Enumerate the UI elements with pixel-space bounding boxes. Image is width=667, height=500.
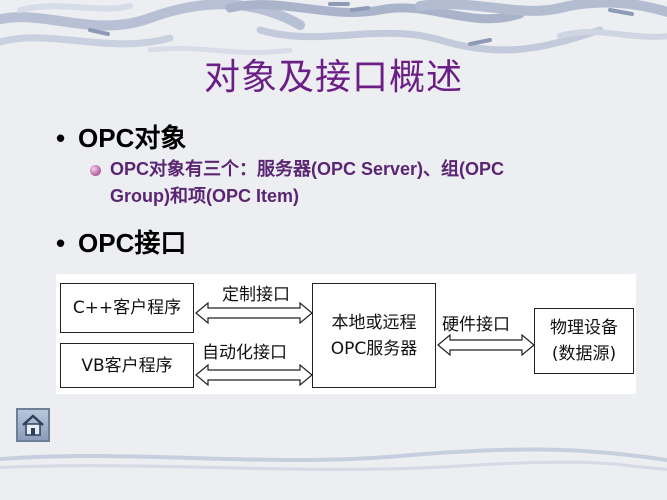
client-vb-box: VB客户程序 — [60, 343, 194, 388]
server-label-line-2: OPC服务器 — [330, 338, 418, 359]
device-label-line-1: 物理设备 — [550, 318, 618, 338]
home-icon — [22, 414, 44, 436]
bullet-opc-interfaces: • OPC接口 — [56, 223, 186, 260]
decorative-swirl-footer — [0, 447, 667, 471]
bullet-marker: • — [56, 123, 66, 153]
hardware-interface-label: 硬件接口 — [442, 315, 510, 335]
sub-bullet-objects: OPC对象有三个：服务器(OPC Server)、组(OPC Group)和项(… — [110, 156, 620, 210]
client-vb-label: VB客户程序 — [81, 355, 173, 376]
client-cpp-box: C++客户程序 — [60, 283, 194, 333]
bullet-marker: • — [56, 228, 66, 258]
automation-interface-double-arrow — [195, 364, 313, 386]
sub-bullet-line-2: Group)和项(OPC Item) — [110, 186, 299, 206]
bullet-text: OPC接口 — [78, 228, 187, 258]
client-cpp-label: C++客户程序 — [72, 298, 182, 318]
custom-interface-label: 定制接口 — [222, 285, 290, 305]
bullet-opc-objects: • OPC对象 — [56, 118, 186, 155]
opc-server-box: 本地或远程 OPC服务器 — [312, 283, 436, 388]
sub-bullet-dot-icon — [90, 165, 101, 176]
sub-bullet-line-1: OPC对象有三个：服务器(OPC Server)、组(OPC — [110, 159, 505, 179]
home-button[interactable] — [16, 408, 50, 442]
opc-interface-diagram: C++客户程序 VB客户程序 本地或远程 OPC服务器 物理设备 (数据源) 定… — [56, 274, 636, 394]
server-label-line-1: 本地或远程 — [331, 312, 417, 333]
slide-title: 对象及接口概述 — [203, 57, 463, 98]
decorative-swirl-header — [0, 0, 667, 56]
automation-interface-label: 自动化接口 — [202, 343, 287, 363]
custom-interface-double-arrow — [195, 302, 313, 324]
physical-device-box: 物理设备 (数据源) — [534, 308, 634, 374]
device-label-line-2: (数据源) — [551, 344, 617, 364]
bullet-text: OPC对象 — [78, 123, 187, 153]
hardware-interface-double-arrow — [437, 334, 535, 356]
